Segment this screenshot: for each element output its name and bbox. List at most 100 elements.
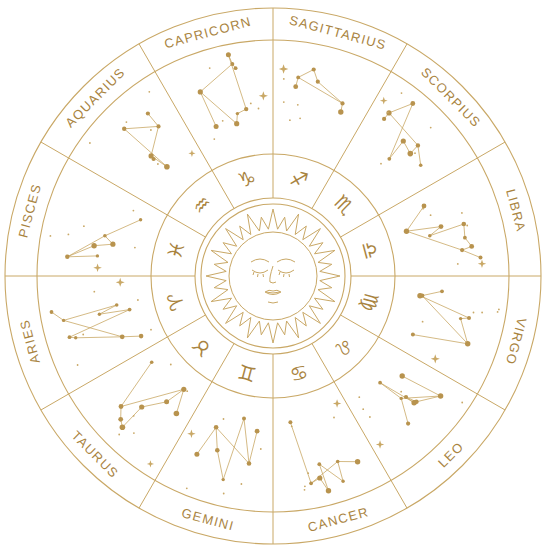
sector-line xyxy=(341,315,506,410)
tiny-dot xyxy=(473,312,475,314)
tiny-dot xyxy=(422,321,424,323)
tiny-dot xyxy=(50,235,52,237)
tiny-dot xyxy=(430,214,432,216)
star-dot xyxy=(465,341,470,346)
tiny-dot xyxy=(258,108,260,110)
star-dot xyxy=(242,417,246,421)
star-dot xyxy=(128,308,132,312)
star-dot xyxy=(400,373,405,378)
star-dot xyxy=(68,335,72,339)
outer-ring xyxy=(5,8,541,544)
sector-lines xyxy=(5,8,541,544)
star-dot xyxy=(459,317,462,320)
tiny-dot xyxy=(133,432,135,434)
star-dot xyxy=(316,80,320,84)
tiny-dot xyxy=(118,434,120,436)
star-dot xyxy=(115,303,119,307)
star-dot xyxy=(146,111,150,115)
star-dot xyxy=(411,333,415,337)
star-dot xyxy=(222,478,225,481)
sector-line xyxy=(273,8,274,198)
star-dot xyxy=(139,334,144,339)
star-dot xyxy=(387,157,391,161)
tiny-dot xyxy=(137,299,139,301)
star-dot xyxy=(156,124,160,128)
constellation-line xyxy=(413,291,469,344)
constellation-line xyxy=(296,70,343,113)
star-dot xyxy=(312,67,316,71)
tiny-dot xyxy=(291,425,293,427)
constellation-line xyxy=(380,376,441,424)
star-dot xyxy=(255,429,260,434)
star xyxy=(188,150,195,157)
star-dot xyxy=(317,475,322,480)
star-dot xyxy=(336,460,340,464)
tiny-dot xyxy=(422,208,424,210)
star-dot xyxy=(194,452,199,457)
sector-line xyxy=(41,315,206,410)
tiny-dot xyxy=(150,329,152,331)
sector-line xyxy=(273,354,274,544)
constellation-line xyxy=(384,104,421,166)
star-dot xyxy=(341,480,344,483)
star-dot xyxy=(118,417,123,422)
sector-line xyxy=(41,142,206,237)
sun-disc xyxy=(229,232,317,320)
star-dot xyxy=(198,89,203,94)
tiny-dot xyxy=(77,364,79,366)
star-dot xyxy=(386,110,391,115)
symbol-ring-inner xyxy=(195,198,351,354)
star-dot xyxy=(244,107,248,111)
star-dot xyxy=(110,242,115,247)
zodiac-symbol: ♉ xyxy=(189,333,216,360)
star-dot xyxy=(234,121,239,126)
tiny-dot xyxy=(223,418,225,420)
tiny-dot xyxy=(148,91,150,93)
sun-ring xyxy=(201,204,345,348)
star xyxy=(431,354,440,363)
tiny-dot xyxy=(304,489,306,491)
star-dot xyxy=(98,313,101,316)
tiny-dot xyxy=(497,311,499,313)
star-dot xyxy=(215,448,220,453)
tiny-dot xyxy=(68,234,70,236)
tiny-dot xyxy=(457,263,459,265)
star-dot xyxy=(122,127,126,131)
zodiac-symbol: ♈ xyxy=(164,291,188,314)
sector-line xyxy=(139,344,234,509)
star xyxy=(93,263,102,272)
star-dot xyxy=(181,387,186,392)
star-dot xyxy=(416,143,420,147)
star-dot xyxy=(404,229,409,234)
star-dot xyxy=(164,399,169,404)
star-dot xyxy=(214,124,219,129)
tiny-dot xyxy=(481,312,483,314)
constellation-line xyxy=(200,55,246,127)
star-dot xyxy=(462,222,467,227)
sun-face xyxy=(206,209,340,343)
constellation-line xyxy=(52,305,142,338)
tiny-dot xyxy=(222,120,224,122)
zodiac-symbol: ♏ xyxy=(330,192,357,219)
zodiac-symbol: ♎ xyxy=(358,239,382,262)
star-dot xyxy=(96,254,99,257)
zodiac-symbol: ♓ xyxy=(164,239,188,262)
star xyxy=(279,64,289,74)
sign-name: TAURUS xyxy=(69,428,121,480)
tiny-dot xyxy=(82,334,84,336)
sign-name: LEO xyxy=(436,439,466,469)
star xyxy=(116,278,125,287)
star-dot xyxy=(230,62,234,66)
star-dot xyxy=(65,255,69,259)
sun-rays xyxy=(206,209,340,343)
constellation-line xyxy=(121,362,184,427)
star-dot xyxy=(164,164,170,170)
tiny-dot xyxy=(260,448,262,450)
tiny-dot xyxy=(401,92,403,94)
star-dot xyxy=(408,151,414,157)
star-dot xyxy=(120,334,125,339)
tiny-dot xyxy=(333,417,335,419)
tiny-dot xyxy=(133,415,135,417)
tiny-dot xyxy=(150,129,152,131)
